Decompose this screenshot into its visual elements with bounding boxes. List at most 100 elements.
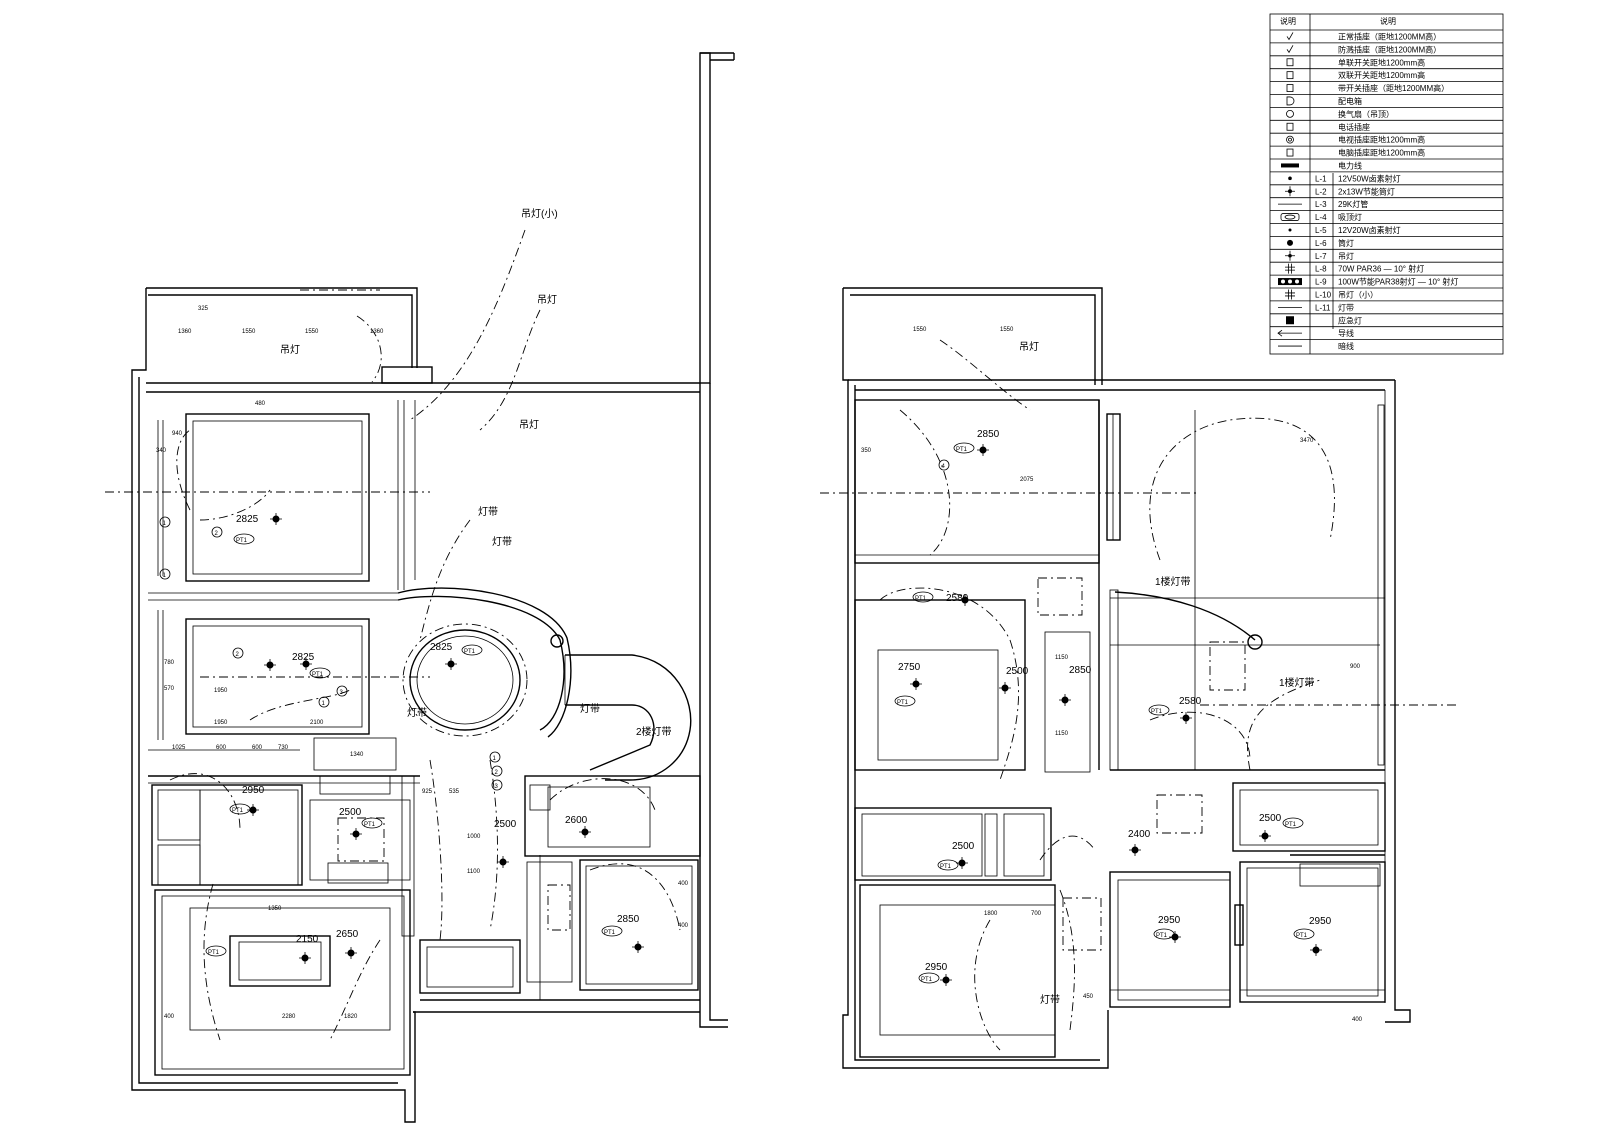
- legend-symbol-fan-icon: [1286, 109, 1294, 118]
- dimension-label: 480: [255, 401, 266, 407]
- legend-desc: 应急灯: [1338, 315, 1362, 325]
- dimension-label: 1360: [370, 329, 384, 335]
- legend-symbol-dot-icon: [1288, 176, 1292, 181]
- legend-code: L-2: [1315, 187, 1327, 196]
- circuit-number: 2: [215, 531, 219, 537]
- ptl-tag-frame: [912, 591, 934, 603]
- dimension-label: 1360: [178, 329, 192, 335]
- downlight-fixture-icon: [350, 828, 362, 840]
- legend-desc: 70W PAR36 — 10° 射灯: [1338, 264, 1424, 274]
- legend-desc: 筒灯: [1338, 238, 1354, 248]
- downlight-fixture-icon: [956, 857, 968, 869]
- annotation-note: 吊灯: [537, 294, 557, 306]
- dimension-label: 1550: [913, 327, 927, 333]
- dimension-label: 730: [278, 745, 289, 751]
- dimension-label: 1550: [305, 329, 319, 335]
- ptl-tag: PT1: [236, 538, 248, 544]
- ceiling-height-label: 2650: [336, 929, 359, 940]
- legend-symbol-square-icon: [1286, 316, 1294, 325]
- ptl-tag: PT1: [915, 596, 927, 602]
- ptl-tag: PT1: [921, 977, 933, 983]
- legend-symbol-arrow-icon: [1277, 329, 1302, 337]
- downlight-fixture-icon: [1259, 830, 1271, 842]
- downlight-fixture-icon: [345, 947, 357, 959]
- dimension-label: 1025: [172, 745, 186, 751]
- ptl-tag: PT1: [1151, 709, 1163, 715]
- ptl-tag: PT1: [364, 822, 376, 828]
- ptl-tag: PT1: [1156, 933, 1168, 939]
- annotation-note: 灯带: [478, 506, 498, 518]
- ceiling-height-label: 2825: [430, 642, 453, 653]
- annotation-note: 1楼灯带: [1279, 676, 1315, 689]
- downlight-fixture-icon: [270, 513, 282, 525]
- circuit-number: 3: [495, 784, 499, 790]
- legend-symbol-sq3-icon: [1286, 84, 1294, 92]
- dimension-label: 900: [1350, 664, 1361, 670]
- dimension-label: 340: [156, 448, 167, 454]
- circuit-circle-mark: [159, 568, 171, 580]
- legend-symbol-sq2-icon: [1286, 71, 1294, 80]
- dimension-label: 400: [1352, 1017, 1363, 1023]
- downlight-fixture-icon: [497, 856, 509, 868]
- ptl-tag-frame: [601, 925, 623, 937]
- legend-symbol-bar-icon: [1281, 163, 1299, 168]
- downlight-fixture-icon: [959, 594, 971, 606]
- ptl-tag-frame: [233, 533, 255, 545]
- ceiling-height-label: 2500: [1006, 666, 1029, 677]
- legend-code: L-8: [1315, 265, 1327, 274]
- dimension-label: 1550: [242, 329, 256, 335]
- dimension-label: 600: [216, 745, 227, 751]
- downlight-fixture-icon: [579, 826, 591, 838]
- downlight-fixture-icon: [632, 941, 644, 953]
- circuit-number: 1: [163, 521, 167, 527]
- dimension-label: 350: [861, 448, 872, 454]
- downlight-fixture-icon: [445, 658, 457, 670]
- annotation-note: 吊灯: [519, 419, 539, 431]
- dimension-label: 2075: [1020, 477, 1034, 483]
- ceiling-height-label: 2750: [898, 662, 921, 673]
- circuit-circle-mark: [211, 526, 223, 538]
- ceiling-height-label: 2580: [946, 593, 969, 604]
- downlight-fixture-icon: [910, 678, 922, 690]
- ptl-tag-frame: [894, 695, 916, 707]
- circuit-circle-mark: [159, 516, 171, 528]
- ptl-tag: PT1: [604, 930, 616, 936]
- dimension-label: 325: [198, 306, 209, 312]
- circuit-number: 1: [493, 756, 497, 762]
- legend-desc: 灯带: [1338, 302, 1354, 312]
- legend-symbol-oval-icon: [1280, 213, 1300, 221]
- ceiling-height-label: 2580: [1179, 696, 1202, 707]
- dimension-label: 1340: [350, 752, 364, 758]
- dimension-label: 535: [449, 789, 460, 795]
- ceiling-height-label: 2500: [339, 807, 362, 818]
- ceiling-height-label: 2850: [977, 429, 1000, 440]
- downlight-fixture-icon: [1129, 844, 1141, 856]
- legend-desc: 电脑插座距地1200mm高: [1338, 148, 1425, 158]
- ptl-tag-frame: [1282, 817, 1304, 829]
- ceiling-height-label: 2850: [1069, 665, 1092, 676]
- legend-desc: 带开关插座（距地1200MM高）: [1338, 83, 1449, 93]
- downlight-fixture-icon: [999, 682, 1011, 694]
- ceiling-height-label: 2825: [292, 652, 315, 663]
- dimension-label: 400: [678, 881, 689, 887]
- legend-desc: 单联开关距地1200mm高: [1338, 57, 1425, 67]
- ptl-tag-frame: [918, 972, 940, 984]
- legend-code: L-3: [1315, 200, 1327, 209]
- legend-code: L-11: [1315, 303, 1331, 312]
- legend-desc: 电话插座: [1338, 122, 1370, 132]
- ptl-tag: PT1: [208, 950, 220, 956]
- downlight-fixture-icon: [1169, 931, 1181, 943]
- legend-code: L-1: [1315, 174, 1327, 183]
- ptl-tag: PT1: [897, 700, 909, 706]
- ptl-tag-frame: [1293, 928, 1315, 940]
- dimension-label: 925: [422, 789, 433, 795]
- dimension-label: 400: [678, 923, 689, 929]
- legend-symbol-hash-icon: [1285, 263, 1295, 274]
- downlight-fixture-icon: [300, 658, 312, 670]
- legend-header-left: 说明: [1280, 16, 1296, 26]
- downlight-fixture-icon: [940, 974, 952, 986]
- legend-code: L-10: [1315, 290, 1332, 299]
- ceiling-height-label: 2950: [1309, 916, 1332, 927]
